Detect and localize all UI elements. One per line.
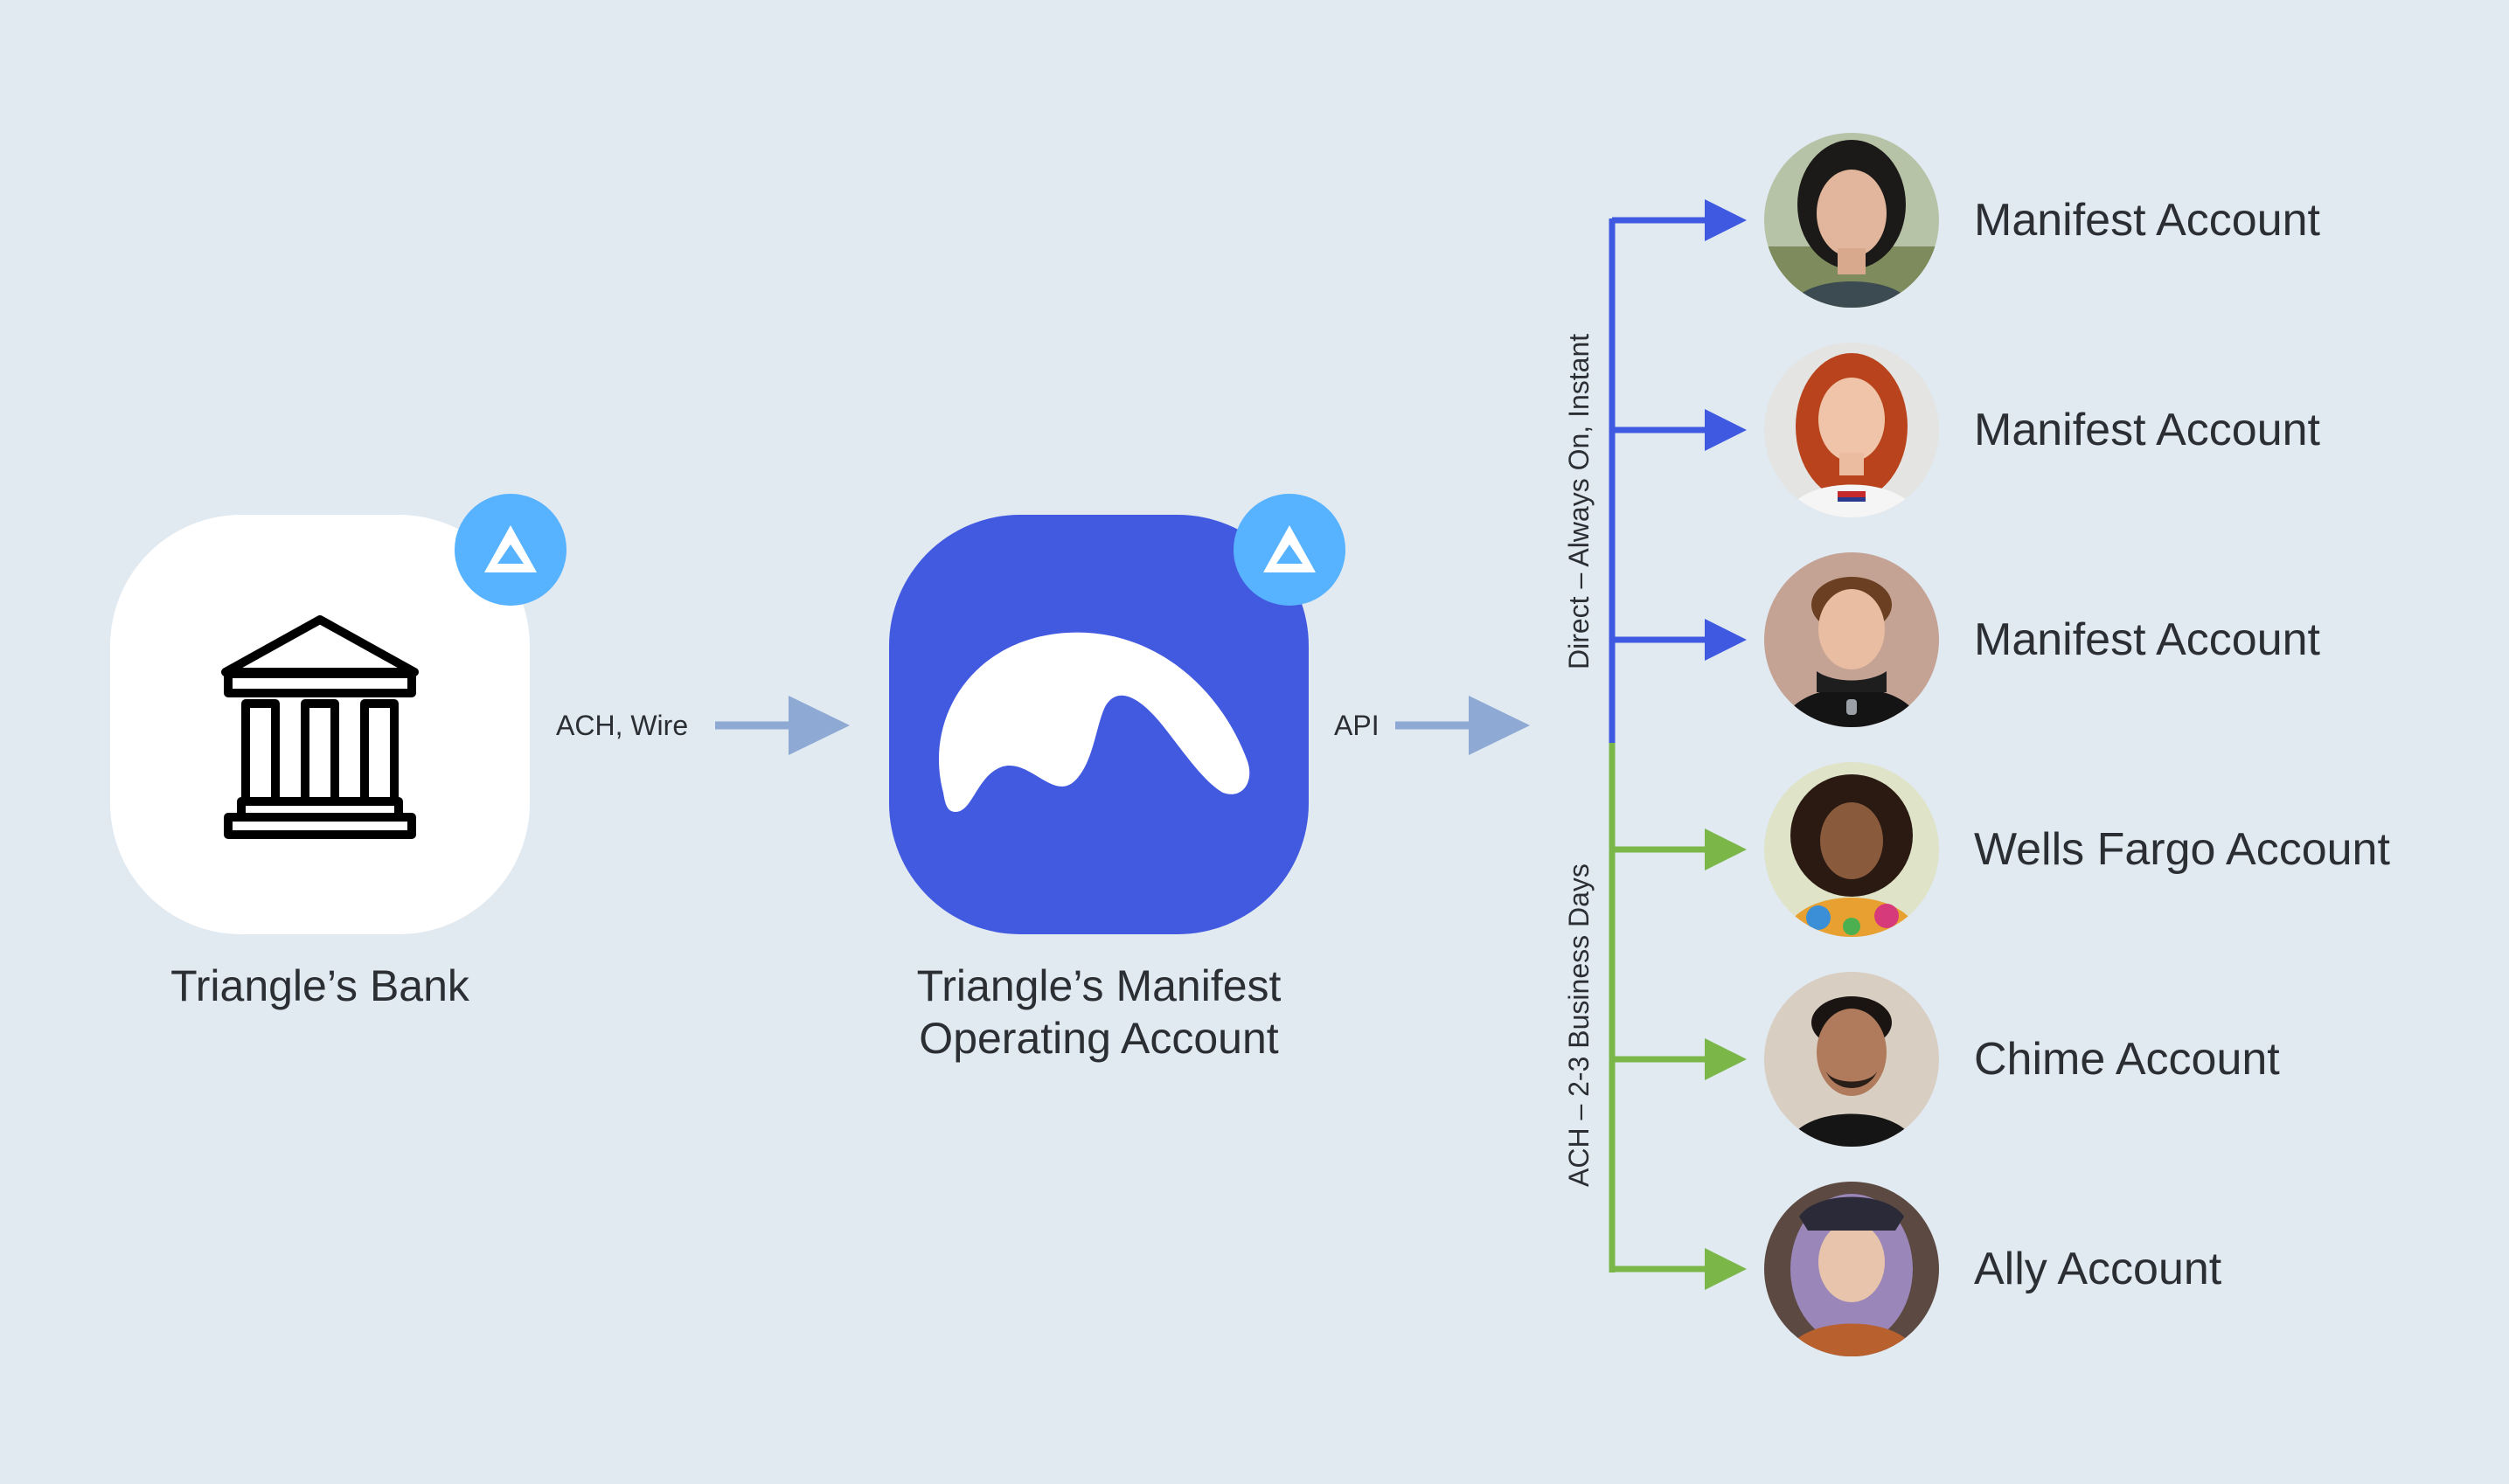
avatar-1	[1764, 133, 1939, 308]
bank-building-icon	[221, 615, 419, 839]
triangle-badge-icon	[484, 525, 537, 572]
ach-rail	[1609, 743, 1747, 1290]
account-label-5: Chime Account	[1974, 1034, 2280, 1085]
direct-rail	[1609, 199, 1747, 745]
operating-triangle-badge	[1234, 494, 1345, 606]
operating-label-line2: Operating Account	[919, 1014, 1279, 1063]
account-label-6: Ally Account	[1974, 1244, 2222, 1294]
direct-rail-label: Direct – Always On, Instant	[1563, 333, 1595, 669]
bank-card	[110, 515, 530, 934]
avatar-3	[1764, 552, 1939, 727]
account-label-4: Wells Fargo Account	[1974, 824, 2390, 875]
bank-label-text: Triangle’s Bank	[170, 961, 469, 1010]
manifest-wave-logo	[939, 632, 1250, 812]
arrow-head-1	[1705, 199, 1747, 241]
ach-wire-arrow	[715, 696, 850, 755]
avatar-4	[1764, 762, 1939, 937]
arrow-head-3	[1705, 619, 1747, 661]
operating-label-line1: Triangle’s Manifest	[916, 961, 1282, 1010]
operating-account-label: Triangle’s Manifest Operating Account	[837, 960, 1361, 1064]
bank-triangle-badge	[455, 494, 566, 606]
arrow-head-6	[1705, 1248, 1747, 1290]
arrow-head-5	[1705, 1038, 1747, 1080]
ach-wire-label: ACH, Wire	[556, 710, 689, 741]
account-label-3: Manifest Account	[1974, 614, 2320, 665]
operating-account-card	[889, 515, 1309, 934]
api-arrow	[1395, 696, 1530, 755]
avatar-6	[1764, 1182, 1939, 1356]
avatar-2	[1764, 343, 1939, 517]
account-label-2: Manifest Account	[1974, 405, 2320, 455]
avatar-5	[1764, 972, 1939, 1147]
arrow-head-4	[1705, 829, 1747, 870]
account-label-1: Manifest Account	[1974, 195, 2320, 246]
bank-label: Triangle’s Bank	[110, 960, 530, 1012]
ach-rail-label: ACH – 2-3 Business Days	[1563, 863, 1595, 1187]
api-label: API	[1334, 710, 1380, 741]
arrow-head-2	[1705, 409, 1747, 451]
triangle-badge-icon	[1263, 525, 1316, 572]
